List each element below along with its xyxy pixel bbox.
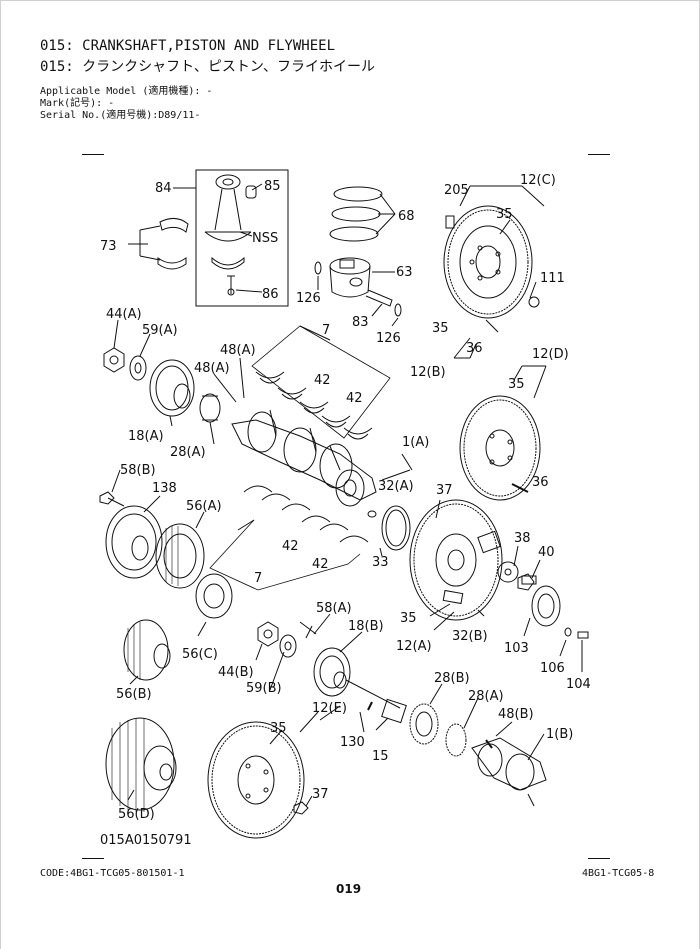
callout-205: 205 — [444, 183, 469, 198]
callout-42-c: 42 — [282, 539, 299, 554]
callout-32b: 32(B) — [452, 629, 488, 644]
callout-28a: 28(A) — [170, 445, 206, 460]
callout-84: 84 — [155, 181, 172, 196]
callout-1a: 1(A) — [402, 435, 429, 450]
page-number: 019 — [336, 882, 362, 896]
callout-15: 15 — [372, 749, 389, 764]
callout-73: 73 — [100, 239, 117, 254]
callout-58b: 58(B) — [120, 463, 156, 478]
callout-35-b: 35 — [432, 321, 449, 336]
callout-42-b: 42 — [346, 391, 363, 406]
callout-28b: 28(B) — [434, 671, 470, 686]
callout-138: 138 — [152, 481, 177, 496]
flywheel-e — [207, 711, 319, 839]
callout-28a-2: 28(A) — [468, 689, 504, 704]
serial-no: Serial No.(適用号機):D89/11- — [40, 110, 201, 121]
footer-ref: 4BG1-TCG05-8 — [582, 868, 655, 879]
page-top-edge — [0, 0, 700, 1]
callout-56b: 56(B) — [116, 687, 152, 702]
callout-59a: 59(A) — [142, 323, 178, 338]
callout-38: 38 — [514, 531, 531, 546]
callout-37-a: 37 — [436, 483, 453, 498]
callout-42-a: 42 — [314, 373, 331, 388]
callout-nss: NSS — [252, 231, 278, 246]
callout-12d: 12(D) — [532, 347, 569, 362]
callout-48a-2: 48(A) — [194, 361, 230, 376]
callout-35-e: 35 — [270, 721, 287, 736]
callout-35-c: 35 — [508, 377, 525, 392]
timing-gears — [319, 679, 479, 757]
page-title-jp: 015: クランクシャフト、ピストン、フライホイール — [40, 59, 376, 75]
callout-7-a: 7 — [322, 323, 330, 338]
callout-58a: 58(A) — [316, 601, 352, 616]
flywheel-hardware — [513, 545, 589, 672]
flywheel-a — [409, 499, 519, 631]
crankshaft-b — [471, 721, 547, 807]
callout-37-b: 37 — [312, 787, 329, 802]
callout-56d: 56(D) — [118, 807, 155, 822]
piston-group — [314, 186, 402, 327]
corner-mark-tr — [588, 154, 610, 155]
corner-mark-bl — [82, 858, 104, 859]
flywheel-c — [443, 185, 545, 359]
callout-32a: 32(A) — [378, 479, 414, 494]
callout-44b: 44(B) — [218, 665, 254, 680]
callout-40: 40 — [538, 545, 555, 560]
callout-33: 33 — [372, 555, 389, 570]
callout-126-b: 126 — [376, 331, 401, 346]
main-bearings-upper — [251, 325, 391, 440]
callout-35-a: 35 — [496, 207, 513, 222]
crankshaft — [231, 409, 377, 507]
callout-18b: 18(B) — [348, 619, 384, 634]
pulley-b-group — [255, 613, 363, 697]
callout-36-b: 36 — [532, 475, 549, 490]
callout-12a: 12(A) — [396, 639, 432, 654]
callout-56a: 56(A) — [186, 499, 222, 514]
callout-85: 85 — [264, 179, 281, 194]
callout-7-b: 7 — [254, 571, 262, 586]
corner-mark-br — [588, 858, 610, 859]
applicable-model: Applicable Model (適用機種): - — [40, 86, 213, 97]
callout-48a-1: 48(A) — [220, 343, 256, 358]
callout-104: 104 — [566, 677, 591, 692]
callout-68: 68 — [398, 209, 415, 224]
corner-mark-tl — [82, 154, 104, 155]
callout-106: 106 — [540, 661, 565, 676]
callout-111: 111 — [540, 271, 565, 286]
callout-18a: 18(A) — [128, 429, 164, 444]
flywheel-d — [459, 365, 547, 501]
page-left-edge — [0, 0, 1, 949]
callout-35-d: 35 — [400, 611, 417, 626]
oil-seal-group — [367, 453, 413, 557]
callout-12b: 12(B) — [410, 365, 446, 380]
callout-130: 130 — [340, 735, 365, 750]
crank-pulley-group — [103, 319, 245, 445]
callout-86: 86 — [262, 287, 279, 302]
callout-44a: 44(A) — [106, 307, 142, 322]
main-bearings-lower — [209, 485, 369, 591]
figure-id: 015A0150791 — [100, 833, 192, 848]
footer-code: CODE:4BG1-TCG05-801501-1 — [40, 868, 185, 879]
callout-12c: 12(C) — [520, 173, 556, 188]
callout-48b: 48(B) — [498, 707, 534, 722]
callout-103: 103 — [504, 641, 529, 656]
callout-63: 63 — [396, 265, 413, 280]
callout-56c: 56(C) — [182, 647, 218, 662]
callout-42-d: 42 — [312, 557, 329, 572]
callout-12e: 12(E) — [312, 701, 347, 716]
callout-83: 83 — [352, 315, 369, 330]
callout-1b: 1(B) — [546, 727, 573, 742]
mark: Mark(記号): - — [40, 98, 115, 109]
callout-126-a: 126 — [296, 291, 321, 306]
callout-36-a: 36 — [466, 341, 483, 356]
pulley-d — [105, 717, 177, 812]
callout-59b: 59(B) — [246, 681, 282, 696]
page-title-en: 015: CRANKSHAFT,PISTON AND FLYWHEEL — [40, 38, 336, 54]
pulleys-left — [99, 469, 233, 685]
